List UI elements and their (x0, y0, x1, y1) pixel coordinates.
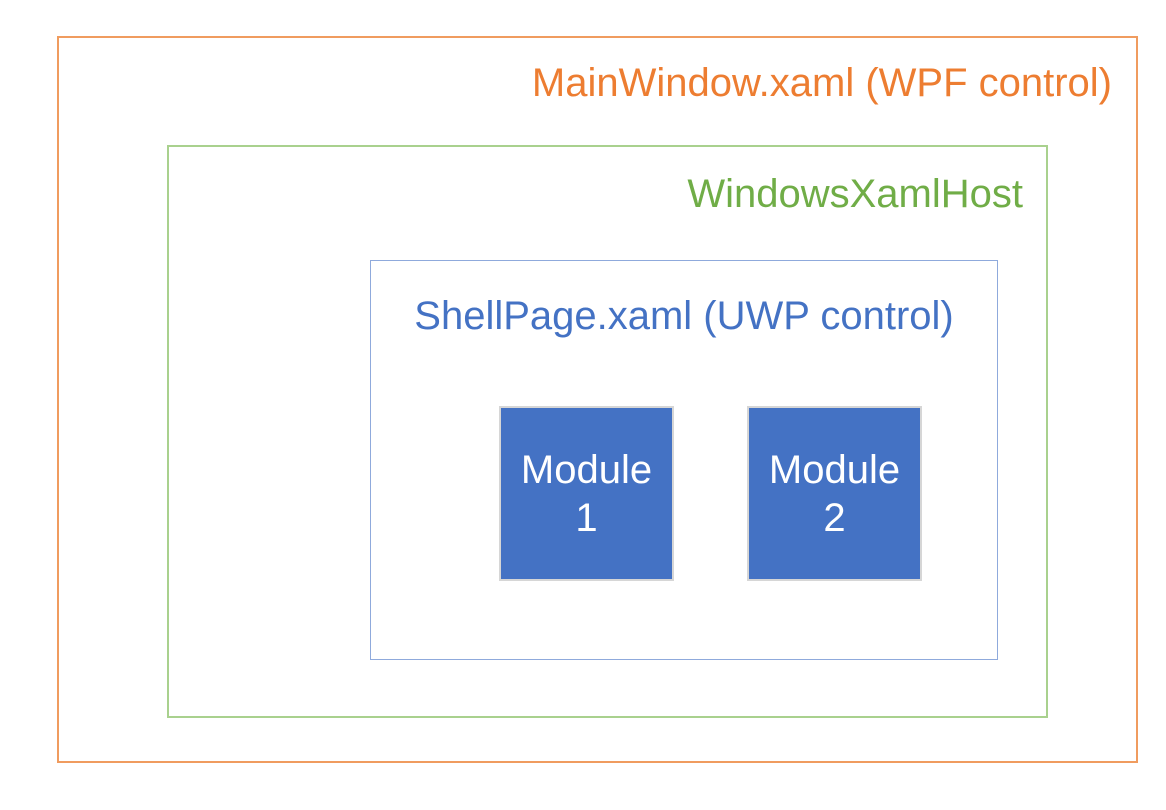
windowsxamlhost-box: WindowsXamlHost ShellPage.xaml (UWP cont… (167, 145, 1048, 718)
module-1-box: Module 1 (499, 406, 674, 581)
shellpage-uwp-box: ShellPage.xaml (UWP control) Module 1 Mo… (370, 260, 998, 660)
module-2-box: Module 2 (747, 406, 922, 581)
module-1-label-line2: 1 (575, 495, 598, 540)
mainwindow-wpf-box: MainWindow.xaml (WPF control) WindowsXam… (57, 36, 1138, 763)
mainwindow-wpf-label: MainWindow.xaml (WPF control) (531, 61, 1112, 105)
shellpage-uwp-label: ShellPage.xaml (UWP control) (414, 294, 954, 338)
module-2-label-line2: 2 (823, 495, 846, 540)
module-2-label-line1: Module (768, 447, 901, 492)
module-1-label-line1: Module (520, 447, 653, 492)
windowsxamlhost-label: WindowsXamlHost (687, 172, 1023, 216)
